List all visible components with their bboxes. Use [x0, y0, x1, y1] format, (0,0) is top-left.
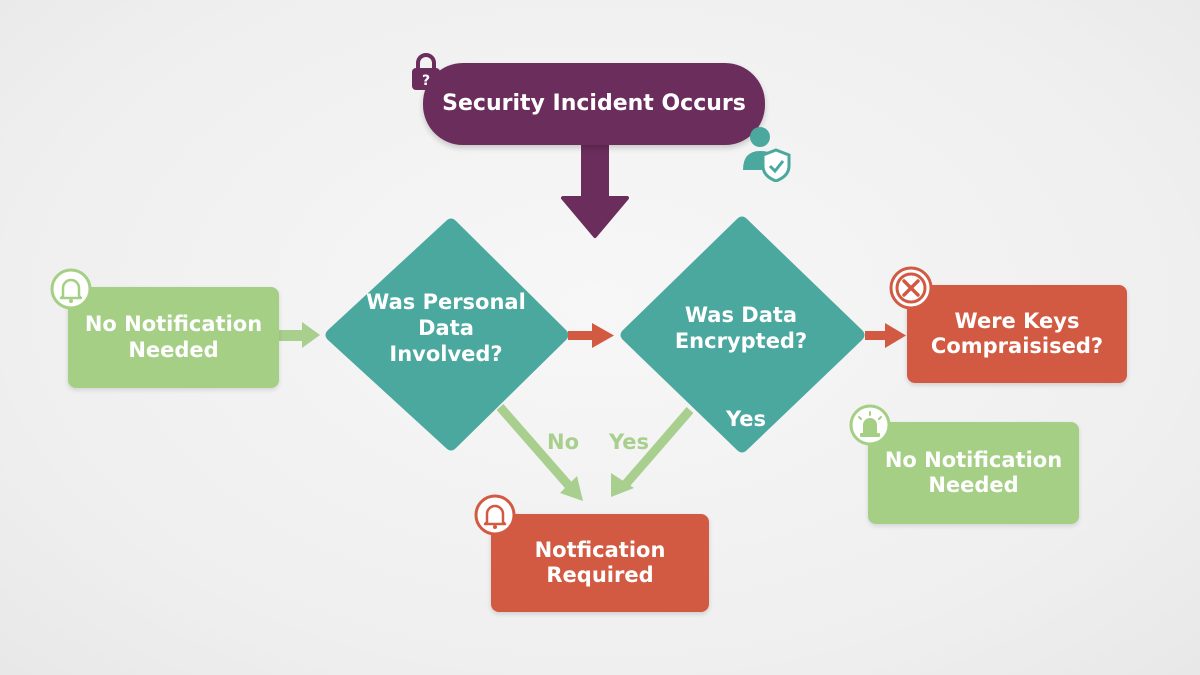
no-notification-box-left: No Notification Needed — [68, 287, 279, 388]
decision-diamond-personal-data — [325, 218, 569, 451]
user-shield-icon — [743, 127, 791, 182]
decision-diamond-encrypted — [620, 216, 865, 453]
keys-compromised-label: Were Keys Compraisised? — [930, 308, 1104, 358]
arrow-decision-to-encrypted — [568, 323, 614, 348]
decision-personal-data-label: Was Personal Data Involved? — [350, 283, 542, 373]
arrow-encrypted-to-keys — [865, 323, 906, 348]
arrow-yes-to-notification — [611, 407, 694, 497]
arrow-no-to-notification — [496, 404, 583, 501]
arrow-no-notification-to-decision — [279, 322, 320, 348]
notification-required-label: Notfication Required — [534, 537, 666, 587]
edge-label-yes-encrypted: Yes — [726, 407, 767, 431]
decision-personal-data-text: Was Personal Data Involved? — [366, 289, 526, 367]
arrow-start-to-decision — [561, 145, 629, 238]
decision-encrypted-label: Was Data Encrypted? — [645, 296, 837, 360]
start-node: Security Incident Occurs — [423, 63, 765, 145]
edge-label-yes-notification: Yes — [609, 430, 650, 454]
lock-icon: ? — [412, 53, 440, 90]
alert-siren-icon — [849, 404, 891, 446]
close-circle-icon — [889, 266, 933, 310]
no-notification-label-left: No Notification Needed — [84, 312, 263, 362]
start-node-label: Security Incident Occurs — [442, 90, 746, 116]
bell-alert-icon — [474, 494, 516, 536]
svg-text:?: ? — [422, 73, 430, 89]
notification-required-box: Notfication Required — [491, 514, 709, 612]
edge-label-no: No — [547, 430, 580, 454]
keys-compromised-box: Were Keys Compraisised? — [907, 285, 1127, 383]
decision-encrypted-text: Was Data Encrypted? — [674, 302, 808, 353]
bell-icon — [50, 268, 92, 310]
no-notification-label-right: No Notification Needed — [884, 447, 1063, 497]
no-notification-box-right: No Notification Needed — [868, 422, 1079, 524]
